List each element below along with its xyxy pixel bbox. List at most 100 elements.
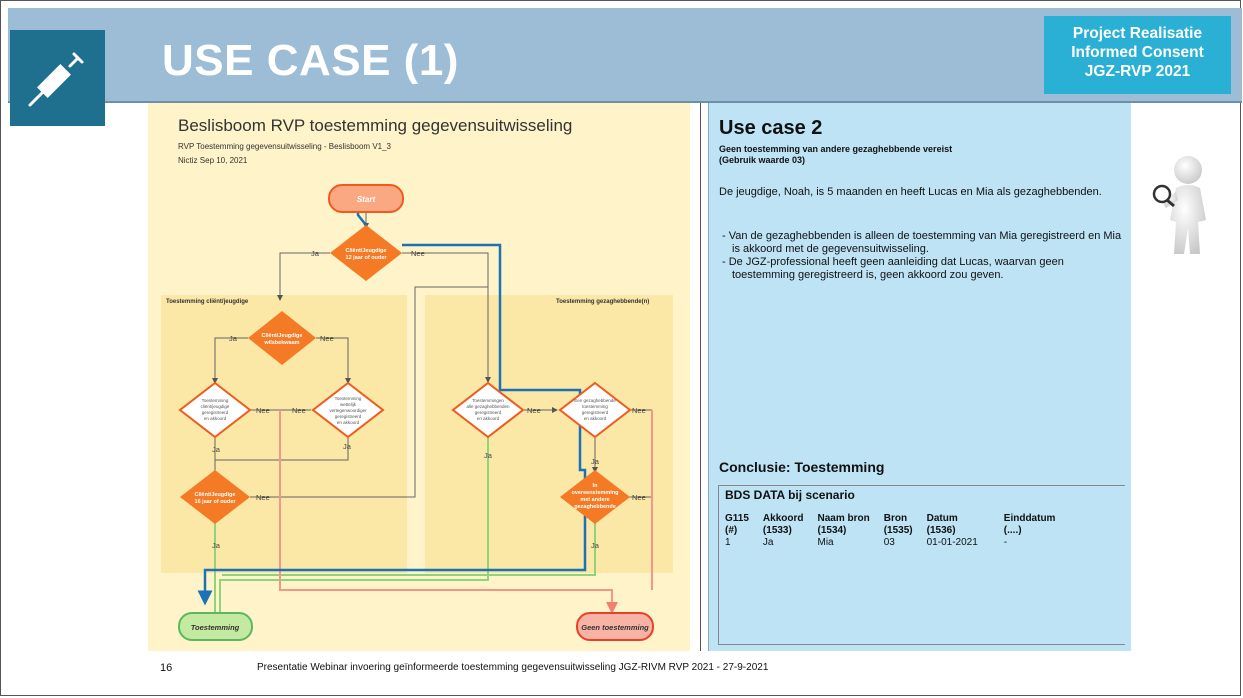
edge-label: Ja bbox=[484, 451, 493, 460]
decision-text: Toestemming bbox=[202, 398, 229, 403]
lane-client-label: Toestemming cliënt/jeugdige bbox=[166, 299, 249, 305]
usecase-conclusion: Conclusie: Toestemming bbox=[719, 459, 885, 475]
decision-text: geregistreerd bbox=[335, 414, 362, 419]
decision-text: Cliënt/Jeugdige bbox=[195, 492, 236, 498]
footer-text: Presentatie Webinar invoering geïnformee… bbox=[257, 662, 769, 673]
edge-label: Ja bbox=[212, 445, 221, 454]
decision-text: met andere bbox=[580, 497, 609, 503]
person-magnifier-icon bbox=[1150, 150, 1220, 258]
table-cell: 1 bbox=[725, 537, 731, 548]
usecase-bullet: - De JGZ-professional heeft geen aanleid… bbox=[722, 256, 1064, 281]
lane-guardian-label: Toestemming gezaghebbende(n) bbox=[556, 299, 650, 305]
decision-rep-consent bbox=[311, 381, 385, 439]
bds-table: G115(#) Akkoord(1533) Naam bron(1534) Br… bbox=[725, 513, 1069, 548]
flowchart-subtitle: RVP Toestemming gegevensuitwisseling - B… bbox=[178, 142, 392, 151]
decision-text: alle gezaghebbenden bbox=[466, 404, 510, 409]
edge-label: Nee bbox=[632, 493, 646, 502]
panel-separator bbox=[700, 103, 701, 651]
decision-text: gezaghebbende bbox=[574, 504, 616, 510]
edge-label: Nee bbox=[527, 406, 541, 415]
decision-text: wettelijk bbox=[340, 402, 357, 407]
table-row: 1 Ja Mia 03 01-01-2021 - bbox=[725, 537, 1069, 548]
table-header: Naam bron(1534) bbox=[817, 513, 870, 536]
edge-label: Nee bbox=[632, 406, 646, 415]
decision-age12 bbox=[330, 225, 402, 281]
edge-label: Ja bbox=[591, 541, 600, 550]
table-header: Bron(1535) bbox=[883, 513, 913, 536]
decision-text: Een gezaghebbende bbox=[574, 398, 616, 403]
usecase-title: Use case 2 bbox=[719, 117, 823, 139]
decision-agreement bbox=[560, 470, 630, 524]
decision-text: cliënt/jeugdige bbox=[201, 404, 230, 409]
decision-text: overeenstemming bbox=[571, 490, 618, 496]
start-label: Start bbox=[357, 195, 376, 204]
table-header: Akkoord(1533) bbox=[762, 513, 804, 536]
decision-text: In bbox=[593, 483, 599, 489]
edge-label: Ja bbox=[229, 334, 238, 343]
decision-text: en akkoord bbox=[584, 416, 607, 421]
decision-text: 12 jaar of ouder bbox=[346, 255, 388, 261]
table-cell: - bbox=[1003, 537, 1008, 548]
slide-header bbox=[8, 8, 1242, 101]
bds-data-box: BDS DATA bij scenario G115(#) Akkoord(15… bbox=[718, 485, 1125, 645]
edge-label: Nee bbox=[320, 334, 334, 343]
slide-title: USE CASE (1) bbox=[162, 36, 459, 85]
edge-label: Ja bbox=[311, 249, 320, 258]
usecase-subtitle-line: Geen toestemming van andere gezaghebbend… bbox=[719, 144, 953, 154]
decision-text: wilsbekwaam bbox=[263, 340, 299, 346]
edge-label: Nee bbox=[256, 406, 270, 415]
decision-text: geregistreerd bbox=[582, 410, 609, 415]
flowchart-meta: Nictiz Sep 10, 2021 bbox=[178, 156, 248, 165]
table-header-row: G115(#) Akkoord(1533) Naam bron(1534) Br… bbox=[725, 513, 1069, 537]
table-header: Einddatum(....) bbox=[1003, 513, 1056, 536]
decision-text: toestemming bbox=[582, 404, 608, 409]
decision-text: Cliënt/Jeugdige bbox=[346, 248, 387, 254]
decision-competent bbox=[248, 311, 316, 365]
end-no-label: Geen toestemming bbox=[581, 623, 649, 632]
table-cell: Mia bbox=[817, 537, 834, 548]
end-node-yes bbox=[178, 612, 253, 641]
usecase-subtitle: Geen toestemming van andere gezaghebbend… bbox=[719, 144, 952, 166]
flowchart-title: Beslisboom RVP toestemming gegevensuitwi… bbox=[178, 116, 573, 135]
decision-text: geregistreerd bbox=[475, 410, 502, 415]
decision-text: 16 jaar of ouder bbox=[195, 499, 237, 505]
decision-text: vertegenwoordiger bbox=[329, 408, 367, 413]
end-yes-label: Toestemming bbox=[191, 623, 240, 632]
usecase-subtitle-line: (Gebruik waarde 03) bbox=[719, 155, 806, 165]
decision-text: Toestemmingen bbox=[472, 398, 504, 403]
usecase-bullet: - Van de gezaghebbenden is alleen de toe… bbox=[722, 230, 1122, 255]
decision-text: geregistreerd bbox=[202, 410, 229, 415]
syringe-icon bbox=[10, 30, 105, 126]
header-divider bbox=[8, 101, 1242, 103]
decision-all-guardians bbox=[451, 381, 525, 439]
usecase-panel bbox=[708, 103, 1131, 651]
edge-label: Ja bbox=[343, 442, 352, 451]
usecase-bullets: - Van de gezaghebbenden is alleen de toe… bbox=[722, 230, 1127, 282]
page-number: 16 bbox=[160, 662, 173, 674]
usecase-intro: De jeugdige, Noah, is 5 maanden en heeft… bbox=[719, 186, 1102, 198]
badge-line: Project Realisatie bbox=[1072, 25, 1203, 42]
decision-age16 bbox=[180, 470, 250, 524]
project-badge: Project Realisatie Informed Consent JGZ-… bbox=[1044, 16, 1231, 94]
edge-label: Nee bbox=[256, 493, 270, 502]
table-header: Datum(1536) bbox=[926, 513, 958, 536]
decision-text: Toestemming bbox=[335, 396, 362, 401]
lane-guardian bbox=[425, 295, 673, 573]
end-node-no bbox=[576, 612, 654, 641]
edge-label: Nee bbox=[411, 249, 425, 258]
decision-text: en akkoord bbox=[204, 416, 227, 421]
decision-text: en akkoord bbox=[477, 416, 500, 421]
table-header: G115(#) bbox=[725, 513, 749, 536]
table-cell: 03 bbox=[883, 537, 895, 548]
table-cell: 01-01-2021 bbox=[926, 537, 978, 548]
decision-text: en akkoord bbox=[337, 420, 360, 425]
edge-label: Nee bbox=[292, 406, 306, 415]
decision-one-guardian bbox=[558, 381, 632, 439]
start-node bbox=[328, 184, 404, 213]
decision-text: Cliënt/Jeugdige bbox=[262, 333, 303, 339]
bds-title: BDS DATA bij scenario bbox=[725, 488, 855, 502]
decision-client-consent bbox=[178, 381, 252, 439]
table-cell: Ja bbox=[762, 537, 774, 548]
